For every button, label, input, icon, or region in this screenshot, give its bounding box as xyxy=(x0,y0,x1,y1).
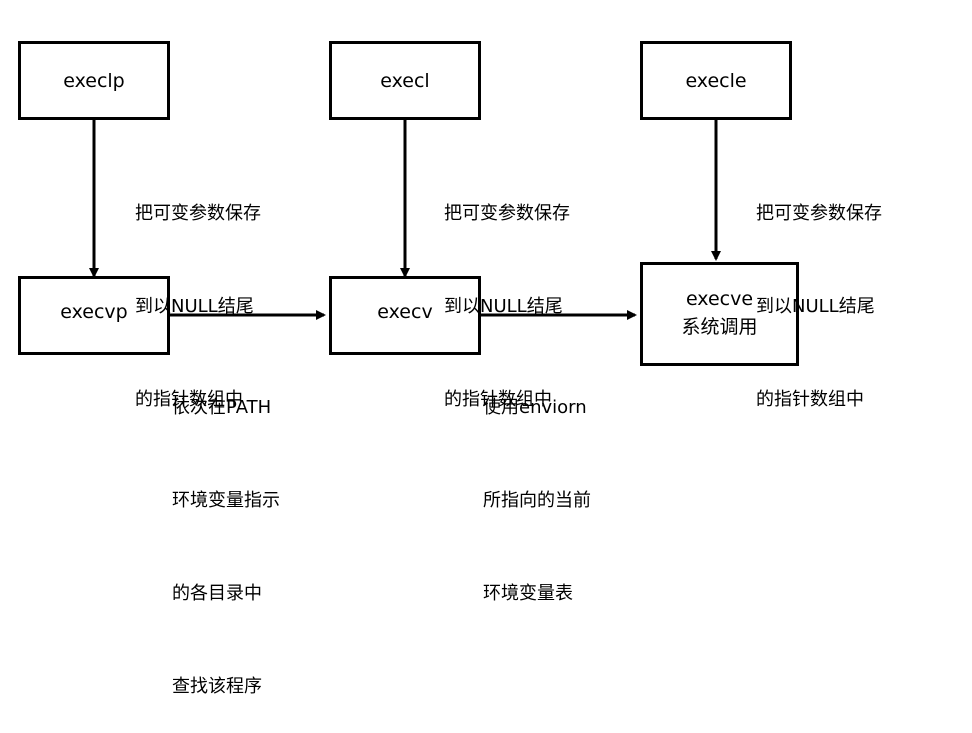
note-pack-args-2: 把可变参数保存 到以NULL结尾 的指针数组中 xyxy=(444,136,570,446)
node-execve-sublabel: 系统调用 xyxy=(681,316,758,338)
note-line: 到以NULL结尾 xyxy=(756,296,875,317)
node-execlp-label: execlp xyxy=(63,70,125,92)
node-execle-label: execle xyxy=(685,70,747,92)
note-line: 使用enviorn xyxy=(483,397,587,418)
note-line: 把可变参数保存 xyxy=(135,203,261,224)
node-execve-label: execve xyxy=(685,288,754,310)
note-pack-args-1: 把可变参数保存 到以NULL结尾 的指针数组中 xyxy=(135,136,261,446)
note-use-environ: 使用enviorn 所指向的当前 环境变量表 xyxy=(483,330,591,640)
node-execvp-label: execvp xyxy=(60,301,128,323)
note-line: 查找该程序 xyxy=(172,676,262,697)
node-execv: execv xyxy=(329,276,481,355)
note-line: 的各目录中 xyxy=(172,583,262,604)
note-line: 所指向的当前 xyxy=(483,490,591,511)
node-execv-label: execv xyxy=(377,301,433,323)
note-line: 的指针数组中 xyxy=(444,389,552,410)
note-line: 环境变量表 xyxy=(483,583,573,604)
node-execve: execve 系统调用 xyxy=(640,262,799,366)
node-execl: execl xyxy=(329,41,481,120)
note-line: 的指针数组中 xyxy=(756,389,864,410)
note-line: 把可变参数保存 xyxy=(756,203,882,224)
note-line: 的指针数组中 xyxy=(135,389,243,410)
note-line: 到以NULL结尾 xyxy=(135,296,254,317)
node-execvp: execvp xyxy=(18,276,170,355)
note-path-search: 依次在PATH 环境变量指示 的各目录中 查找该程序 xyxy=(172,330,280,733)
node-execle: execle xyxy=(640,41,792,120)
note-pack-args-3: 把可变参数保存 到以NULL结尾 的指针数组中 xyxy=(756,136,882,446)
node-execlp: execlp xyxy=(18,41,170,120)
connector-layer xyxy=(89,120,721,320)
note-line: 依次在PATH xyxy=(172,397,272,418)
note-line: 把可变参数保存 xyxy=(444,203,570,224)
node-execl-label: execl xyxy=(380,70,430,92)
note-line: 环境变量指示 xyxy=(172,490,280,511)
note-line: 到以NULL结尾 xyxy=(444,296,563,317)
